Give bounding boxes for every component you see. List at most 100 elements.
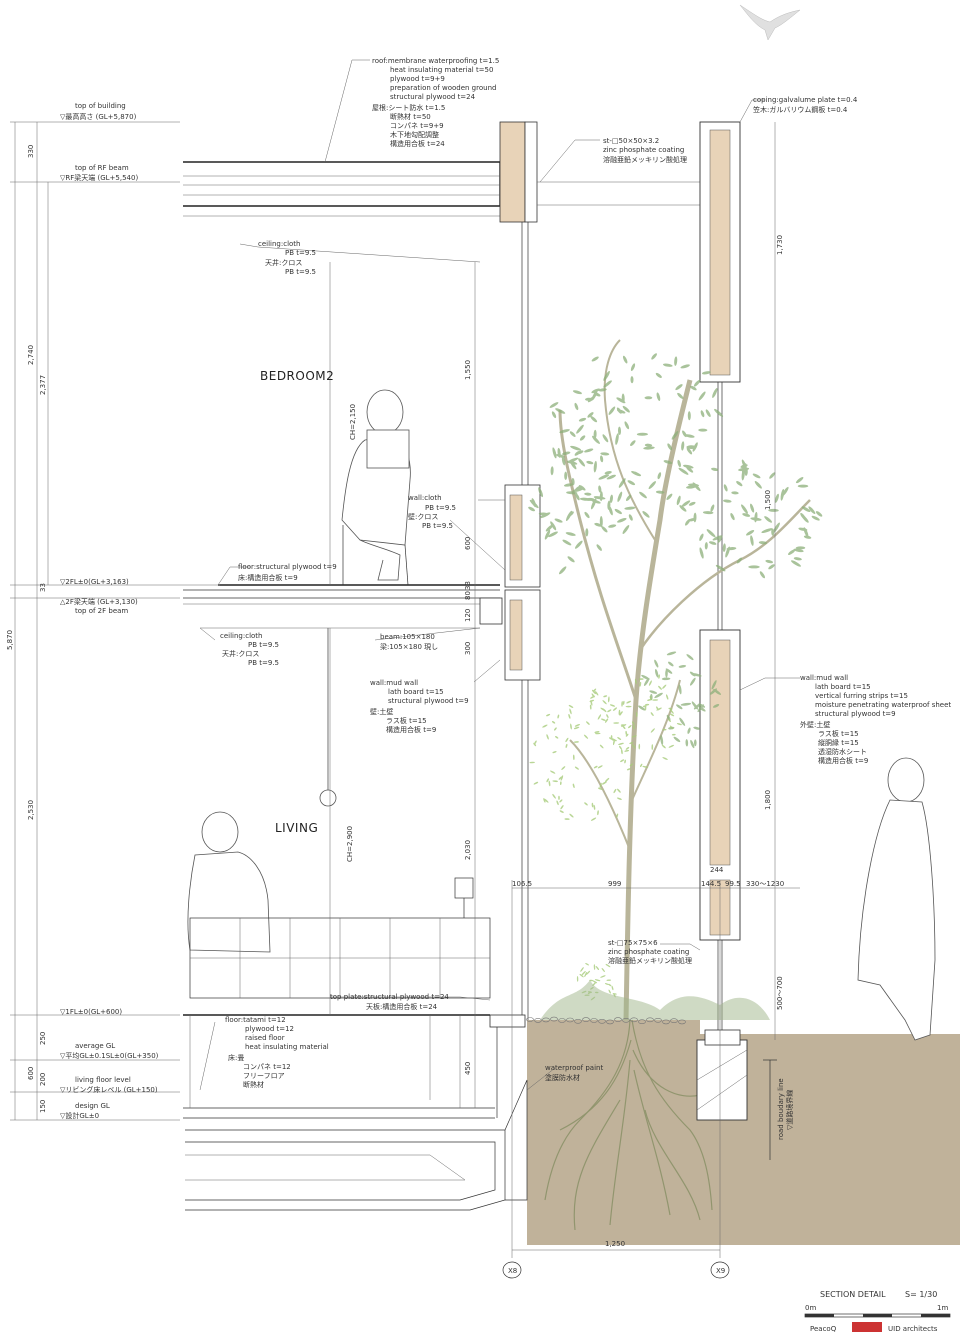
svg-text:lath board t=15: lath board t=15	[388, 688, 444, 696]
svg-text:999: 999	[608, 880, 621, 888]
leaf	[666, 714, 671, 721]
svg-text:wall:mud wall: wall:mud wall	[800, 674, 848, 682]
leaf	[629, 763, 634, 767]
leaf	[797, 484, 809, 488]
svg-text:300: 300	[464, 642, 472, 655]
leaf	[680, 702, 692, 706]
leaf	[709, 688, 718, 695]
svg-text:heat insulating material t=50: heat insulating material t=50	[390, 66, 493, 74]
leaf	[572, 390, 582, 395]
leaf	[565, 743, 568, 748]
pebble	[606, 1019, 614, 1025]
dimension-labels-mid: 1,550 600 80 33 120 300 2,030 450 CH=2,1…	[346, 360, 472, 1075]
leaf	[714, 408, 724, 417]
leaf	[573, 741, 579, 743]
leaf	[583, 734, 589, 739]
leaf	[606, 714, 609, 719]
leaf	[528, 506, 536, 512]
leaf	[609, 494, 613, 503]
grid-label-x8: X8	[508, 1267, 517, 1275]
svg-text:600: 600	[27, 1067, 35, 1080]
leaf	[712, 388, 718, 398]
svg-text:2,030: 2,030	[464, 840, 472, 860]
leaf	[624, 421, 630, 430]
svg-text:2,377: 2,377	[39, 375, 47, 395]
svg-text:天板:構造用合板 t=24: 天板:構造用合板 t=24	[366, 1002, 438, 1011]
leaf	[651, 353, 657, 360]
svg-text:コンパネ t=12: コンパネ t=12	[243, 1063, 291, 1071]
leaf	[624, 506, 636, 510]
leaf	[622, 525, 630, 534]
leaf	[599, 744, 604, 749]
svg-text:2,530: 2,530	[27, 800, 35, 820]
svg-text:road boudary line: road boudary line	[777, 1078, 785, 1140]
leaf	[595, 691, 599, 696]
leaf	[808, 506, 816, 514]
svg-text:梁:105×180 現し: 梁:105×180 現し	[380, 642, 438, 651]
leaf	[690, 739, 695, 749]
leaf	[622, 700, 625, 705]
leaf	[603, 370, 610, 381]
svg-text:フリーフロア: フリーフロア	[243, 1072, 285, 1080]
leaf	[563, 483, 574, 487]
svg-text:heat insulating material: heat insulating material	[245, 1043, 329, 1051]
svg-text:壁:土壁: 壁:土壁	[370, 707, 393, 716]
leaf	[600, 455, 604, 463]
leaf	[648, 680, 652, 686]
grid-bubble-x8	[502, 1261, 522, 1279]
leaf	[569, 431, 576, 437]
leaf	[616, 397, 626, 404]
leaf	[589, 704, 592, 710]
leaf	[567, 556, 575, 563]
leaf	[634, 678, 637, 685]
leaf	[555, 736, 559, 739]
leaf	[538, 487, 544, 498]
leaf	[602, 434, 609, 443]
leaf	[655, 669, 659, 678]
leaf	[691, 673, 702, 677]
leaf	[597, 810, 599, 816]
leaf	[798, 527, 808, 532]
leaf	[616, 407, 622, 414]
leaf	[712, 704, 720, 708]
note-floor-1: floor:tatami t=12 plywood t=12 raised fl…	[225, 1016, 329, 1089]
leaf	[618, 478, 626, 488]
leaf	[579, 435, 586, 441]
leaf	[578, 417, 587, 422]
leaf	[801, 506, 811, 513]
leaf	[649, 690, 658, 694]
leaf	[736, 557, 743, 564]
leaf	[687, 411, 691, 421]
svg-text:断熱材: 断熱材	[243, 1080, 264, 1089]
leaf	[607, 696, 610, 703]
leaf	[581, 971, 586, 976]
svg-text:ceiling:cloth: ceiling:cloth	[258, 240, 301, 248]
svg-text:beam:105×180: beam:105×180	[380, 633, 435, 641]
leaf	[679, 505, 687, 512]
leaf	[665, 669, 668, 678]
svg-text:天井:クロス: 天井:クロス	[265, 258, 302, 267]
leaf	[542, 724, 548, 728]
title-block: SECTION DETAIL S= 1/30 0m 1m PeacoQ UID …	[805, 1290, 948, 1333]
leaf	[591, 802, 594, 808]
leaf	[642, 705, 647, 708]
svg-text:plywood t=12: plywood t=12	[245, 1025, 294, 1033]
leaf	[602, 700, 607, 705]
svg-text:床:畳: 床:畳	[228, 1053, 244, 1062]
leaf	[666, 493, 673, 500]
leaf	[617, 788, 621, 793]
leaf	[685, 739, 689, 747]
leaf	[574, 724, 580, 727]
leaf	[774, 493, 779, 503]
leaf	[631, 735, 637, 738]
pebble	[590, 1018, 598, 1023]
pebble	[534, 1018, 542, 1023]
svg-text:floor:tatami t=12: floor:tatami t=12	[225, 1016, 286, 1024]
leaf	[795, 546, 806, 550]
svg-text:▽平均GL±0.1SL±0(GL+350): ▽平均GL±0.1SL±0(GL+350)	[60, 1051, 159, 1060]
svg-text:zinc phosphate coating: zinc phosphate coating	[603, 146, 684, 154]
leaf	[552, 780, 558, 783]
leaf	[554, 727, 557, 731]
leaf	[593, 460, 597, 473]
leaf	[604, 471, 612, 475]
